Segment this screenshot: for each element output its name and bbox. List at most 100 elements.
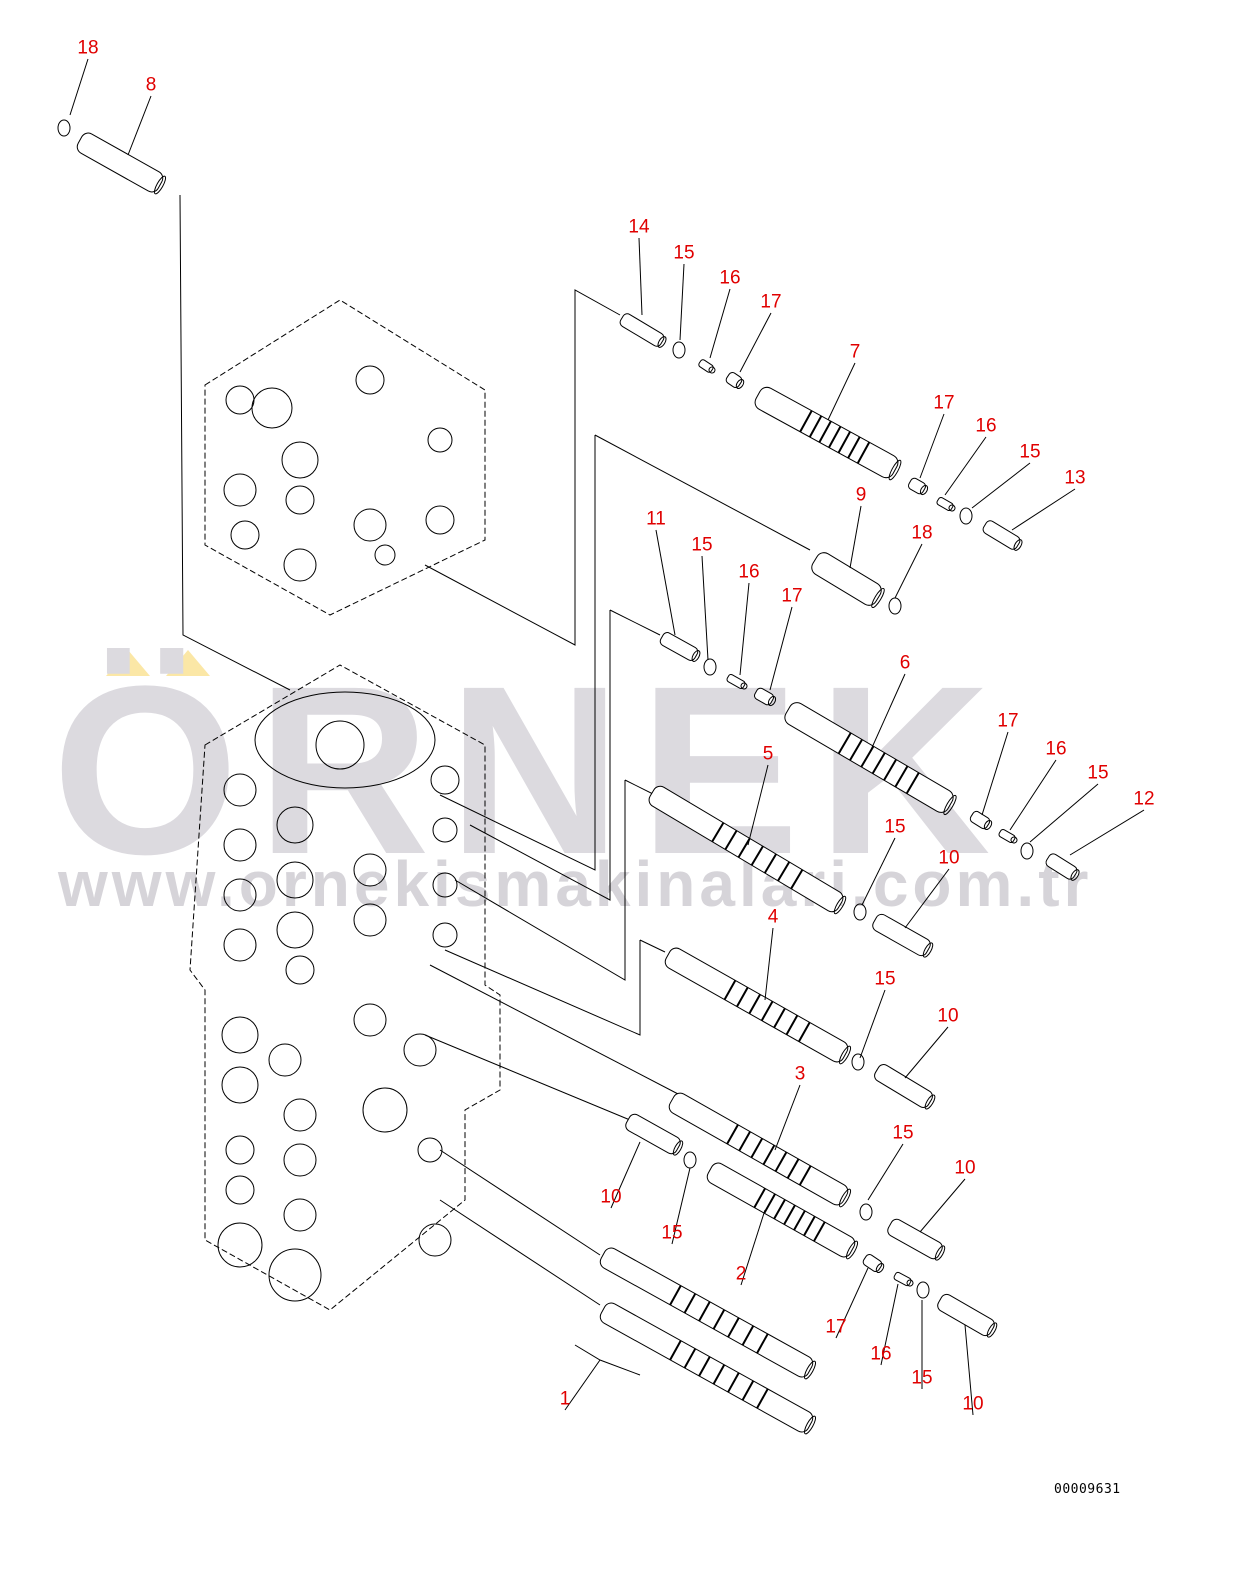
callout-label: 17 [933,392,955,414]
block-port [276,911,314,949]
watermark-brand: ÖRNEK [52,636,1009,904]
o-ring-15 [703,658,717,676]
callout-label: 15 [673,242,695,264]
spool-4 [664,947,852,1065]
callout-label: 10 [962,1393,984,1415]
connection-line [639,939,666,953]
connection-line [469,610,611,901]
callout-label: 17 [760,291,782,313]
callout-label: 15 [1019,441,1041,463]
block-port [223,828,257,862]
callout-label: 1 [559,1388,571,1410]
callout-label: 17 [997,710,1019,732]
callout-label: 15 [874,968,896,990]
upper-valve-block [204,299,486,616]
callout-label: 15 [884,816,906,838]
spring-16 [726,673,748,690]
callout-label: 2 [735,1263,747,1285]
spring-16 [698,359,716,374]
plug-10 [874,1064,936,1110]
connection-line [179,194,291,691]
leader-line [747,764,769,846]
block-port [283,1143,317,1177]
plug-11 [659,632,701,662]
block-port [432,817,458,843]
spool-2 [706,1162,859,1260]
connection-line [424,289,621,646]
block-port [221,1016,259,1054]
block-port [283,1198,317,1232]
connection-line [439,1149,601,1256]
o-ring-15 [916,1281,930,1299]
o-ring-15 [959,507,973,525]
bracket-1 [574,1344,641,1376]
connection-line [594,434,811,551]
block-port [362,1087,408,1133]
watermark-accent-mark [166,650,210,676]
leader-line [739,312,772,373]
leader-line [880,1283,899,1366]
leader-line [709,288,731,359]
leader-line [894,543,923,599]
leader-line [679,263,685,341]
spool-5 [648,785,847,915]
leader-line [769,606,793,691]
callout-label: 16 [1045,738,1067,760]
connection-line [424,1034,631,1121]
leader-line [740,1209,766,1286]
block-port [217,1222,263,1268]
plug-8 [76,132,167,195]
callout-label: 8 [145,74,157,96]
connection-line [429,964,681,1096]
leader-line [655,529,676,636]
block-port [315,720,365,770]
o-ring-15 [672,341,686,359]
block-port [223,473,257,507]
connection-line [439,435,596,871]
callout-label: 17 [825,1316,847,1338]
block-port [276,861,314,899]
block-port [230,520,260,550]
callout-label: 4 [767,906,779,928]
plug-10 [887,1218,946,1261]
callout-label: 16 [719,267,741,289]
callout-label: 9 [855,484,867,506]
callout-label: 15 [691,534,713,556]
leader-line [904,868,950,929]
block-port [353,853,387,887]
leader-line [564,1359,601,1411]
block-port [283,1098,317,1132]
leader-line [867,1143,904,1201]
connection-line [439,1199,601,1306]
leader-line [1069,809,1145,856]
leader-line [671,1167,691,1245]
spool-1 [599,1247,817,1380]
block-port [285,955,315,985]
spacer-17 [907,477,929,496]
block-port [353,1003,387,1037]
leader-line [1011,488,1076,531]
block-port [225,1135,255,1165]
callout-label: 13 [1064,467,1086,489]
block-port [353,903,387,937]
block-port [225,385,255,415]
callout-label: 6 [899,652,911,674]
plug-12 [1045,853,1080,881]
leader-line [610,1141,641,1209]
leader-line [861,837,896,906]
callout-label: 17 [781,585,803,607]
block-port [223,773,257,807]
callout-label: 7 [849,341,861,363]
block-port [225,1175,255,1205]
plug-10 [872,913,934,958]
callout-label: 12 [1133,788,1155,810]
o-ring-15 [888,597,902,615]
leader-line [919,413,945,479]
block-port [223,928,257,962]
block-port [432,872,458,898]
leader-line [919,1178,966,1233]
leader-line [1009,759,1057,831]
block-port [374,544,396,566]
callout-label: 16 [738,561,760,583]
